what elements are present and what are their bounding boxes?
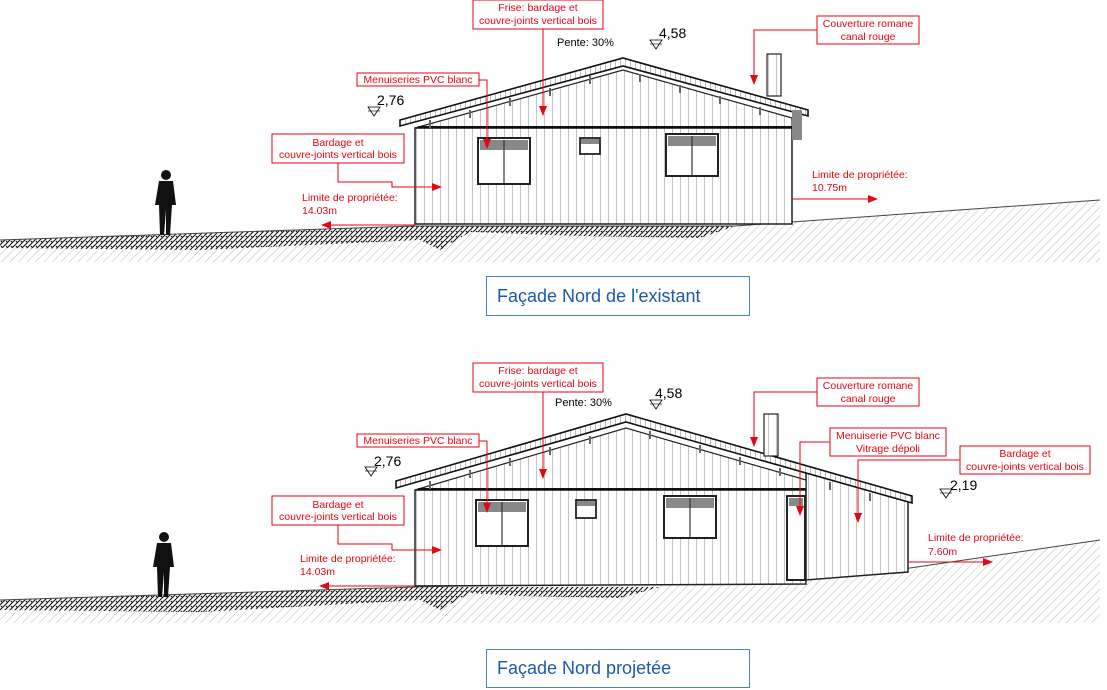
level-left-text: 2,76 (374, 453, 401, 469)
window-left (475, 499, 529, 547)
limite-left-line-1: Limite de propriétée: (300, 553, 396, 565)
title-facade-existant: Façade Nord de l'existant (486, 276, 750, 316)
title-projetee-text: Façade Nord projetée (497, 658, 672, 678)
couverture-line-1: Couverture romane (823, 380, 914, 392)
terrain-gravel (0, 226, 735, 250)
title-existant-text: Façade Nord de l'existant (497, 285, 701, 306)
limite-right-line-1: Limite de propriétée: (928, 532, 1024, 544)
annotation-menuiserie-vitrage: Menuiserie PVC blanc Vitrage dépoli (796, 427, 947, 516)
annotation-bardage-right: Bardage et couvre-joints vertical bois (854, 445, 1091, 523)
level-marker-top: 4,58 (649, 385, 682, 410)
couverture-line-2: canal rouge (841, 31, 896, 43)
person-silhouette (155, 170, 176, 235)
level-marker-left: 2,76 (364, 453, 401, 477)
annotation-frise: Frise: bardage et couvre-joints vertical… (472, 362, 604, 479)
chimney (763, 413, 779, 457)
slope-text: Pente: 30% (557, 37, 614, 49)
level-marker-left: 2,76 (367, 92, 404, 117)
level-top-text: 4,58 (655, 385, 682, 401)
frise-line-2: couvre-joints vertical bois (479, 15, 597, 27)
rafter-ends (429, 431, 871, 501)
roof (399, 57, 809, 128)
terrain-line (0, 199, 1101, 241)
elevation-existant: 2,76 4,58 Pente: 30% Frise: bardage et c… (0, 0, 1101, 262)
vitrage-line-1: Menuiserie PVC blanc (836, 430, 940, 442)
annotation-couverture: Couverture romane canal rouge (750, 377, 920, 447)
elevation-projetee: 2,76 4,58 2,19 Pente: 30% Frise: bardage… (0, 362, 1101, 623)
bardage-left-line-2: couvre-joints vertical bois (279, 511, 397, 523)
limite-left-line-2: 14.03m (300, 566, 335, 578)
level-right-text: 2,19 (950, 477, 977, 493)
gable-end (792, 110, 802, 140)
terrain-gravel (0, 587, 660, 612)
vitrage-line-2: Vitrage dépoli (856, 443, 920, 455)
bardage-right-line-2: couvre-joints vertical bois (966, 461, 1084, 473)
limite-right-line-1: Limite de propriétée: (812, 169, 908, 181)
level-top-text: 4,58 (659, 25, 686, 41)
window-right (665, 133, 719, 177)
annotation-menuiseries: Menuiseries PVC blanc (356, 72, 491, 149)
limite-left-line-1: Limite de propriétée: (302, 192, 398, 204)
chimney (766, 53, 782, 97)
frise-line-1: Frise: bardage et (498, 365, 577, 377)
house-wall (414, 489, 807, 587)
bardage-left-line-1: Bardage et (312, 499, 363, 511)
door-vitrage (786, 495, 806, 581)
annotation-frise: Frise: bardage et couvre-joints vertical… (472, 0, 604, 116)
person-silhouette (153, 532, 174, 597)
level-marker-right: 2,19 (939, 477, 977, 499)
bardage-line-2: couvre-joints vertical bois (279, 149, 397, 161)
rafter-ends (429, 74, 761, 128)
annotation-limite-right: Limite de propriétée: 10.75m (792, 169, 908, 203)
window-left (477, 137, 531, 185)
frise-line-1: Frise: bardage et (498, 2, 577, 14)
window-right (663, 495, 717, 539)
menuiseries-text: Menuiseries PVC blanc (363, 74, 472, 86)
menuiseries-text: Menuiseries PVC blanc (363, 435, 472, 447)
annotation-menuiseries: Menuiseries PVC blanc (356, 433, 491, 513)
level-left-text: 2,76 (377, 92, 404, 108)
limite-right-line-2: 10.75m (812, 182, 847, 194)
house-wall (414, 127, 793, 225)
couverture-line-2: canal rouge (841, 393, 896, 405)
bardage-line-1: Bardage et (312, 137, 363, 149)
frise-line-2: couvre-joints vertical bois (479, 378, 597, 390)
slope-text: Pente: 30% (555, 397, 612, 409)
bardage-right-line-1: Bardage et (999, 448, 1050, 460)
annotation-limite-left: Limite de propriétée: 14.03m (302, 192, 415, 229)
annotation-couverture: Couverture romane canal rouge (750, 15, 920, 85)
title-facade-projetee: Façade Nord projetée (486, 649, 750, 688)
couverture-line-1: Couverture romane (823, 18, 914, 30)
limite-right-line-2: 7.60m (928, 546, 957, 558)
annotation-bardage-left: Bardage et couvre-joints vertical bois (271, 495, 442, 554)
window-small (575, 499, 597, 519)
window-small (579, 137, 601, 155)
limite-left-line-2: 14.03m (302, 205, 337, 217)
roof (395, 413, 913, 505)
level-marker-top: 4,58 (649, 25, 686, 50)
annotation-bardage: Bardage et couvre-joints vertical bois (271, 133, 442, 191)
annotation-limite-left: Limite de propriétée: 14.03m (300, 553, 415, 590)
annotation-limite-right: Limite de propriétée: 7.60m (908, 532, 1024, 566)
